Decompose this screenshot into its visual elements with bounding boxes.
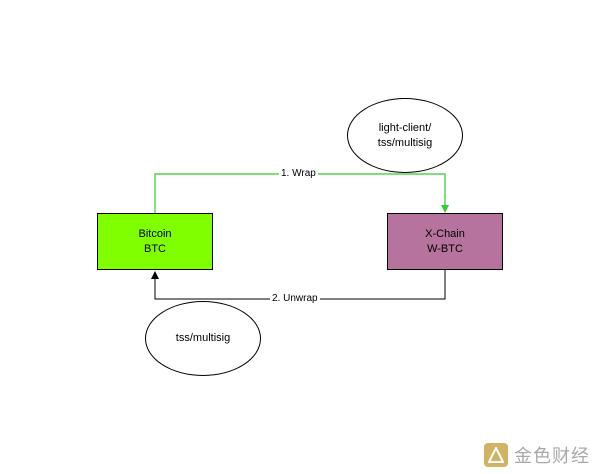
wrap-arrowhead (441, 205, 449, 213)
wrap-label: 1. Wrap (279, 168, 318, 180)
verifier-top-line2: tss/multisig (377, 136, 433, 149)
watermark-logo-icon (484, 443, 508, 467)
xchain-node-ticker: W-BTC (427, 242, 463, 255)
bitcoin-node-ticker: BTC (144, 242, 166, 255)
verifier-top-line1: light-client/ (378, 121, 432, 134)
unwrap-arrowhead (151, 271, 159, 279)
xchain-node-title: X-Chain (425, 227, 465, 240)
bitcoin-node-title: Bitcoin (138, 227, 172, 240)
bitcoin-node: Bitcoin BTC (97, 213, 213, 270)
watermark: 金色财经 (484, 442, 590, 468)
verifier-top-ellipse: light-client/ tss/multisig (347, 98, 463, 173)
verifier-bottom-ellipse: tss/multisig (145, 301, 261, 376)
unwrap-label: 2. Unwrap (270, 293, 320, 305)
xchain-node: X-Chain W-BTC (387, 213, 503, 270)
watermark-text: 金色财经 (514, 446, 590, 466)
verifier-bottom-line1: tss/multisig (175, 332, 231, 344)
